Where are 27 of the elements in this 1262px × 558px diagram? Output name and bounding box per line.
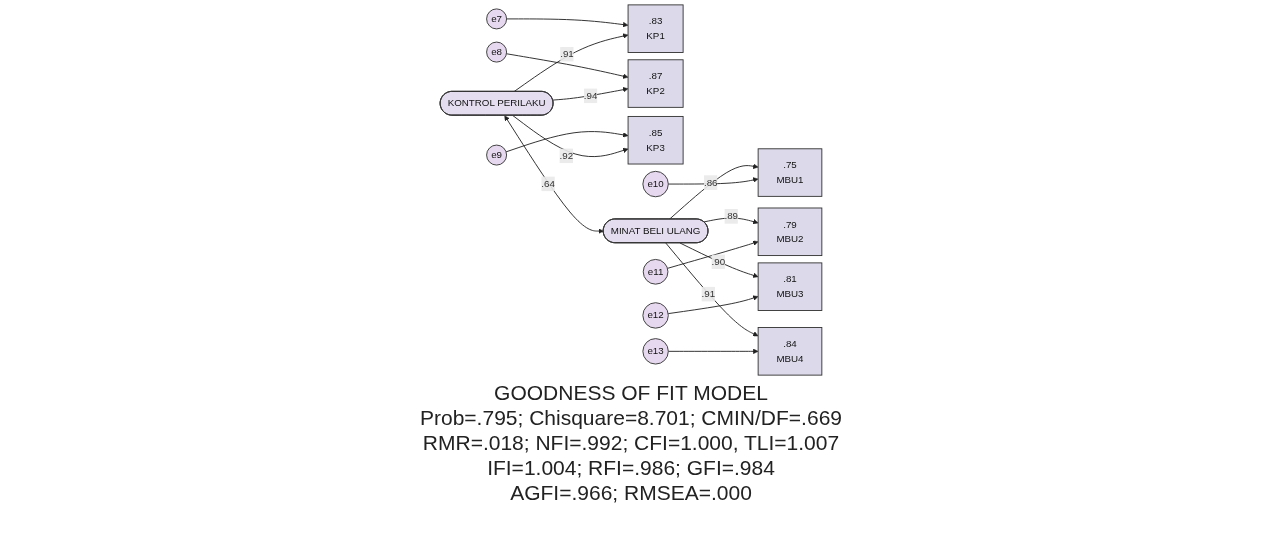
node-box: .81 MBU3 <box>757 262 823 311</box>
node-circle: e11 <box>642 258 669 285</box>
node-circle: e13 <box>642 338 669 365</box>
node-box: .85 KP3 <box>627 116 684 165</box>
fit-statistic: RMR=.018; NFI=.992; CFI=1.000, TLI=1.007 <box>422 430 840 455</box>
fit-statistic: IFI=1.004; RFI=.986; GFI=.984 <box>487 455 775 480</box>
edge-label: .91 <box>701 288 716 300</box>
node-box: .87 KP2 <box>627 59 684 108</box>
edge-label: .91 <box>560 48 574 60</box>
node-circle: e9 <box>486 144 508 166</box>
edge-label: .89 <box>724 210 739 222</box>
edge-label: .92 <box>559 150 574 161</box>
edge-label: .86 <box>703 177 718 188</box>
fit-statistic: Prob=.795; Chisquare=8.701; CMIN/DF=.669 <box>420 405 842 430</box>
fit-statistic: AGFI=.966; RMSEA=.000 <box>510 480 752 505</box>
node-box: .83 KP1 <box>627 4 684 53</box>
node-circle: e8 <box>486 41 508 63</box>
edge-label: .64 <box>541 178 555 189</box>
edge-label: .90 <box>711 256 726 267</box>
diagram-title: GOODNESS OF FIT MODEL <box>494 380 768 405</box>
node-box: .75 MBU1 <box>757 148 823 197</box>
node-circle: e10 <box>642 170 669 198</box>
node-circle: e7 <box>486 8 508 30</box>
edge-label: .94 <box>583 90 598 101</box>
node-box: .84 MBU4 <box>757 327 823 376</box>
node-box: .79 MBU2 <box>757 207 823 257</box>
node-circle: e12 <box>642 302 669 329</box>
